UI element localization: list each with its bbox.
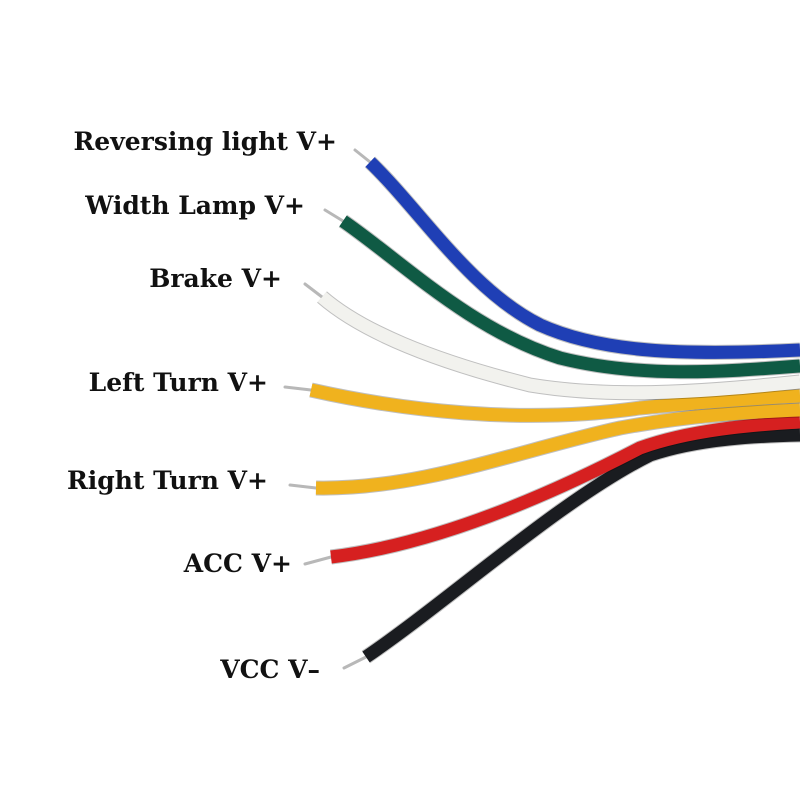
wire-tip-vcc xyxy=(342,655,368,670)
wire-vcc xyxy=(362,428,800,663)
label-acc: ACC V+ xyxy=(183,549,292,578)
wire-acc xyxy=(330,415,800,564)
label-right-turn: Right Turn V+ xyxy=(67,466,268,495)
wire-reversing-light xyxy=(365,157,800,359)
label-left-turn: Left Turn V+ xyxy=(89,368,268,397)
wire-tip-acc xyxy=(303,555,333,566)
wire-left-turn xyxy=(309,383,800,422)
wire-tip-brake xyxy=(303,282,324,299)
wire-right-turn xyxy=(315,403,800,495)
wire-tip-width-lamp xyxy=(323,208,345,223)
label-brake: Brake V+ xyxy=(149,264,282,293)
wire-tip-reversing-light xyxy=(353,148,372,164)
wire-brake xyxy=(317,292,800,400)
label-width-lamp: Width Lamp V+ xyxy=(84,191,305,220)
wire-outline-reversing-light xyxy=(364,156,800,360)
wire-tip-left-turn xyxy=(283,385,313,392)
wire-tip-right-turn xyxy=(288,483,318,490)
label-reversing-light: Reversing light V+ xyxy=(74,127,337,156)
wire-width-lamp xyxy=(339,215,800,379)
label-vcc: VCC V– xyxy=(219,655,320,684)
